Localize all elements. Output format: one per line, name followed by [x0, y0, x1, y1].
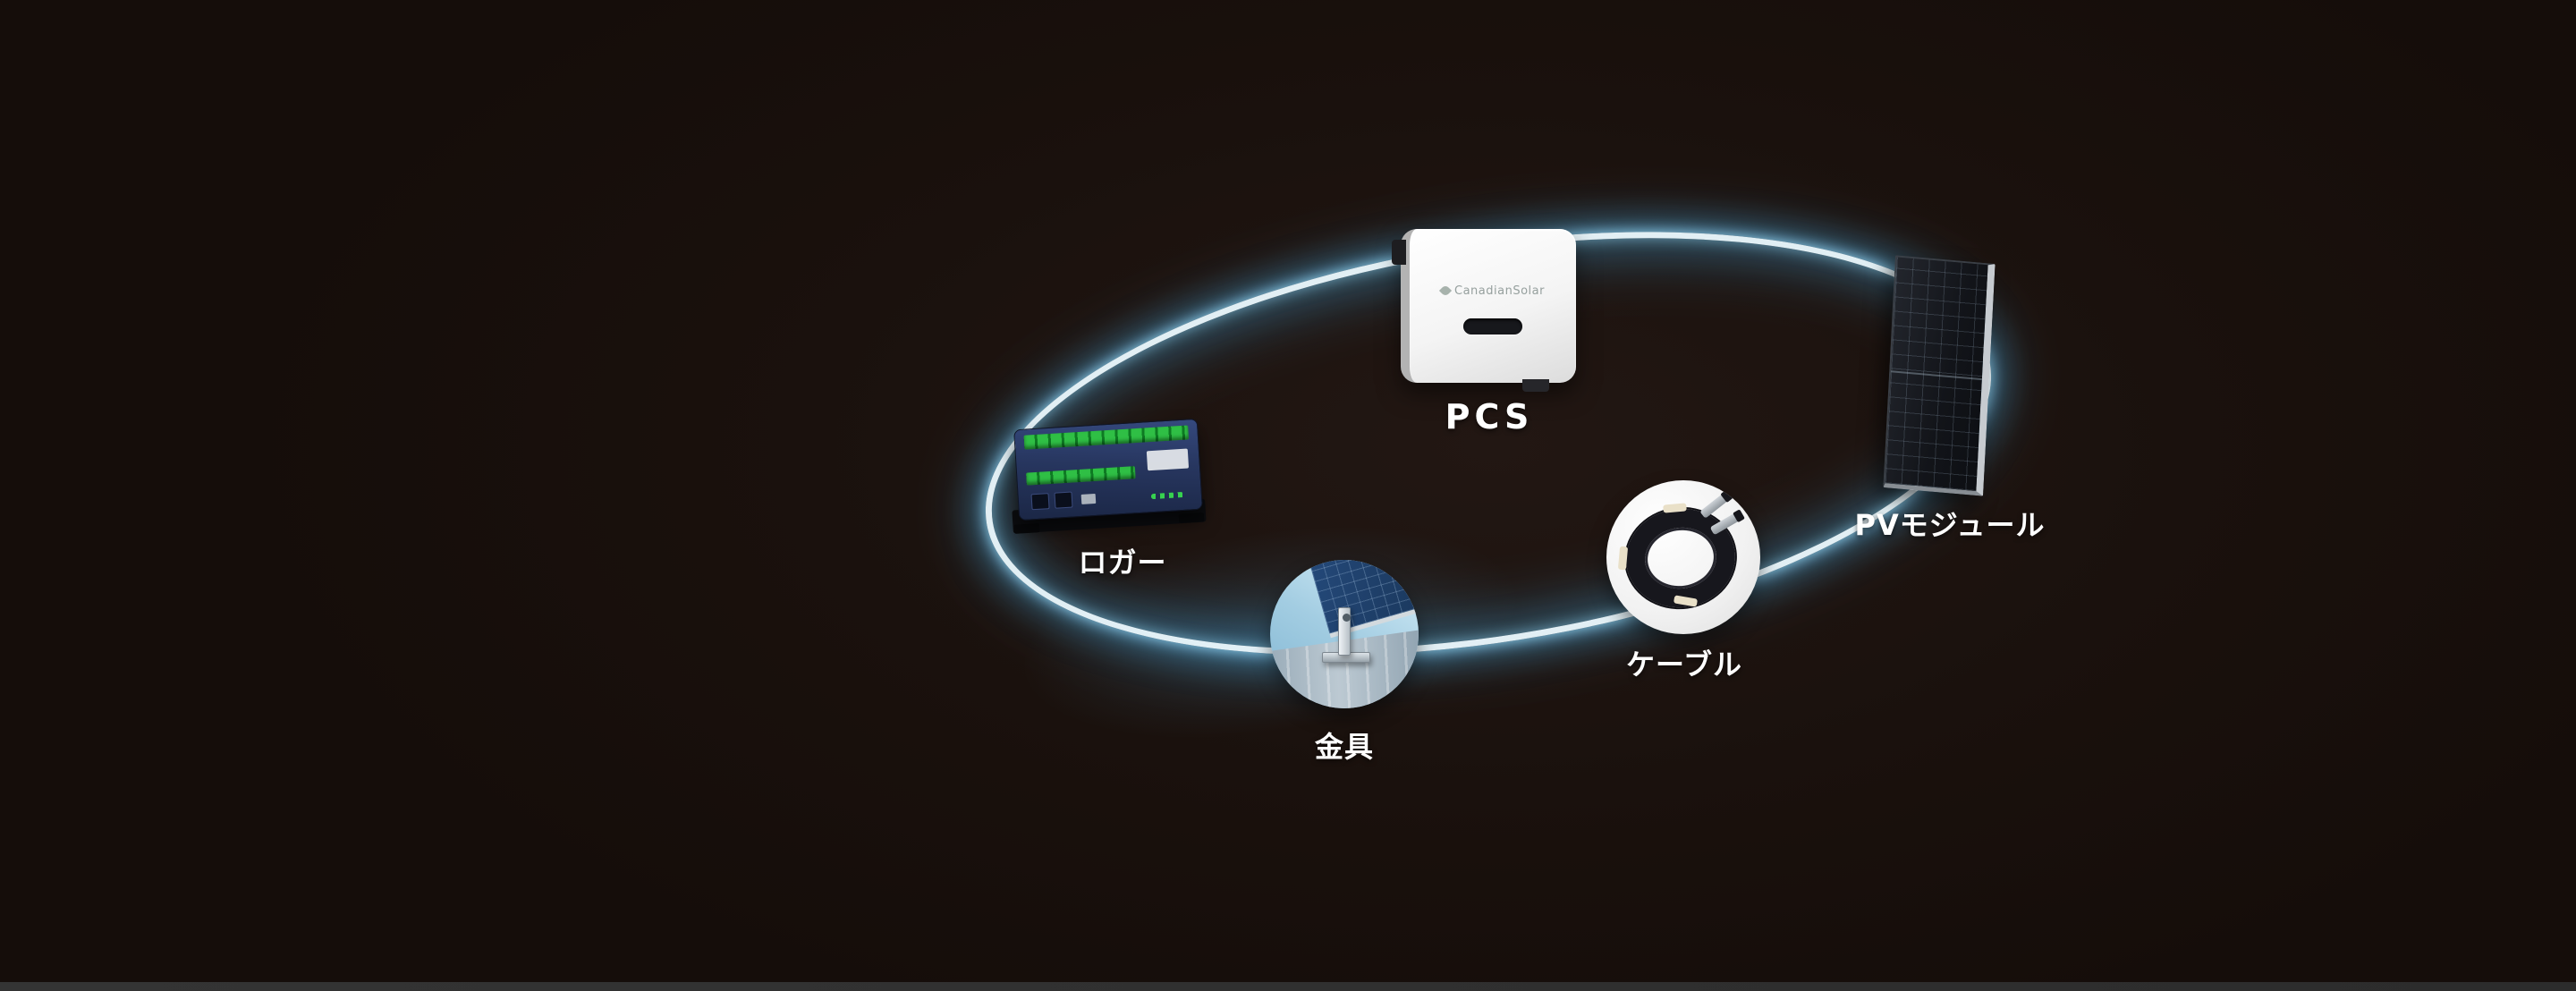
logger-foot [1178, 512, 1205, 523]
logger-ethernet-port [1030, 493, 1050, 511]
pcs-brand: CanadianSolar [1410, 284, 1576, 298]
pcs-inverter: CanadianSolar [1392, 229, 1576, 392]
logger-sticker [1146, 448, 1190, 471]
pv-module-panel [1883, 255, 1996, 496]
cable-connector [1699, 494, 1728, 519]
pcs-bottom-connector [1522, 379, 1549, 392]
pcs-brand-text: CanadianSolar [1454, 284, 1545, 298]
bracket-photo [1270, 560, 1419, 708]
pv-module-center-line [1891, 369, 1982, 380]
logger-terminal-blocks-top [1023, 425, 1190, 450]
cable-label: ケーブル [1625, 648, 1743, 682]
logger-ethernet-port [1054, 491, 1073, 509]
cable-photo [1606, 480, 1760, 634]
pcs-mount-tab [1392, 240, 1406, 265]
canadiansolar-leaf-icon [1438, 284, 1453, 298]
pcs-display-window [1463, 318, 1522, 335]
pv-module-label: PVモジュール [1854, 508, 2046, 542]
logger-usb-port [1080, 493, 1097, 504]
logger-label: ロガー [1078, 546, 1167, 580]
bracket-label: 金具 [1314, 730, 1374, 764]
logger-status-leds [1150, 491, 1188, 500]
bottom-section-edge [0, 982, 2576, 991]
logger-foot [1013, 523, 1040, 534]
logger-node [1009, 417, 1215, 547]
bracket-bolt [1343, 613, 1352, 622]
logger-device [1013, 418, 1203, 521]
pcs-label: PCS [1445, 397, 1534, 436]
logger-terminal-blocks-mid [1026, 466, 1136, 486]
